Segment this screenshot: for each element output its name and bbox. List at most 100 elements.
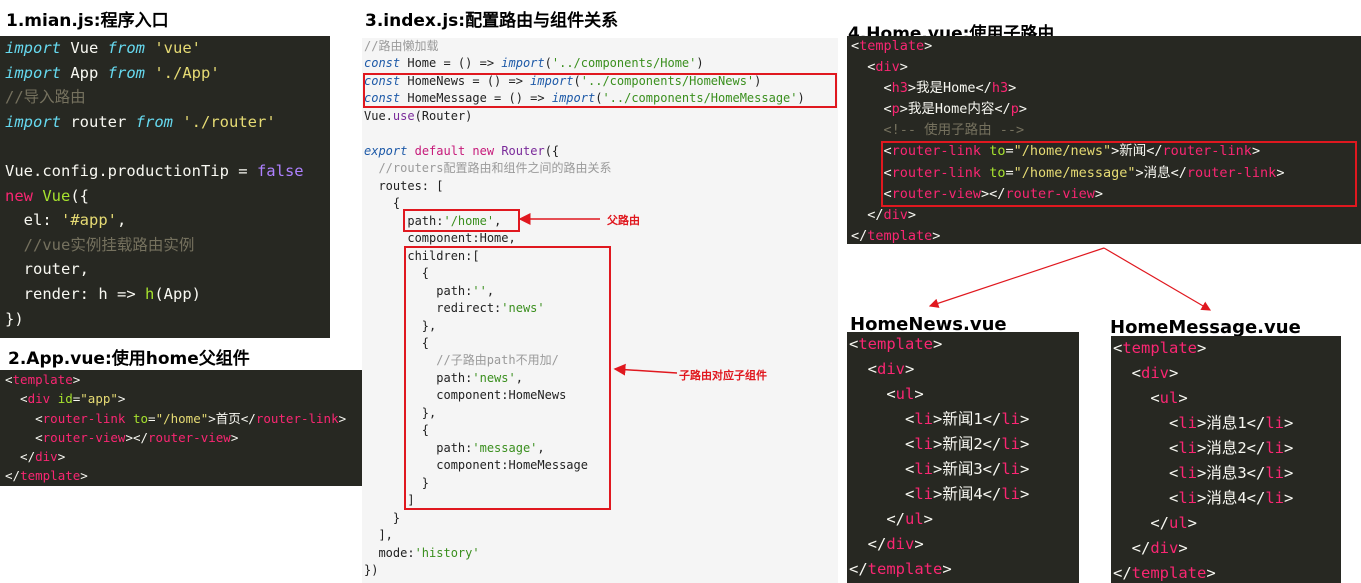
code-token: template [867, 560, 943, 578]
code-token: < [849, 360, 877, 378]
code-token: id [57, 391, 73, 407]
code-line: <div> [849, 357, 1079, 382]
code-line: }, [364, 405, 838, 422]
code-line: <router-view></router-view> [851, 184, 1361, 205]
code-line: render: h => h(App) [5, 282, 330, 307]
code-line: <ul> [849, 382, 1079, 407]
code-token: App [61, 63, 108, 82]
code-token: > [72, 372, 81, 387]
code-token: li [1178, 414, 1197, 432]
code-line: </ul> [1113, 511, 1341, 536]
code-token: 'news' [472, 370, 516, 385]
code-token: router [61, 112, 136, 131]
code-line: <li>新闻1</li> [849, 407, 1079, 432]
code-token: { [364, 196, 401, 211]
panel4-code-block: <template> <div> <h3>我是Home</h3> <p>我是Ho… [847, 36, 1361, 244]
code-line: el: '#app', [5, 208, 330, 233]
code-token: > [923, 510, 934, 528]
code-line: </template> [849, 557, 1079, 582]
homemessage-arrow [1103, 247, 1212, 311]
code-token: template [12, 372, 73, 387]
code-token: , [537, 440, 545, 455]
code-token: template [1122, 339, 1197, 357]
code-token: >新闻4</ [933, 485, 1002, 503]
code-token: < [5, 391, 28, 407]
code-token: > [1178, 389, 1188, 407]
code-token: const [364, 91, 401, 106]
code-token: > [1284, 414, 1294, 432]
code-token: >新闻1</ [933, 410, 1002, 428]
code-token: import [5, 63, 61, 82]
code-token: router-link [1162, 143, 1252, 160]
code-token: path: [364, 440, 473, 455]
child-route-arrow [613, 363, 678, 376]
code-token: const [364, 56, 401, 71]
code-token: > [905, 360, 915, 378]
code-token: }) [5, 309, 24, 328]
code-token: h3 [991, 80, 1009, 97]
code-token: h3 [891, 80, 908, 97]
code-token: ></ [125, 429, 149, 445]
code-token: div [1141, 364, 1169, 382]
code-token: template [20, 468, 81, 484]
code-line: </ul> [849, 507, 1079, 532]
code-token: < [849, 435, 915, 453]
code-token: >我是Home</ [907, 80, 992, 97]
code-token: > [1197, 339, 1207, 357]
code-token: < [5, 429, 43, 445]
code-line: //导入路由 [5, 85, 330, 110]
panel1-title: 1.mian.js:程序入口 [6, 11, 169, 31]
code-token: < [5, 410, 43, 426]
code-token: li [1178, 439, 1197, 457]
code-token: div [886, 535, 915, 553]
code-token: > [1206, 564, 1216, 582]
code-token: < [851, 164, 892, 181]
code-token: Home = () => [400, 56, 502, 71]
code-token: , [494, 213, 502, 228]
panel5-code-block: <template> <div> <ul> <li>新闻1</li> <li>新… [847, 332, 1079, 583]
code-token: li [914, 460, 933, 478]
code-token: < [851, 143, 892, 160]
code-token: component:HomeMessage [364, 458, 588, 473]
code-token: ({ [70, 186, 90, 205]
code-token: li [1178, 489, 1197, 507]
code-token: component:HomeNews [364, 388, 567, 403]
code-token: ul [1169, 514, 1188, 532]
code-line: import router from './router' [5, 110, 330, 135]
code-token: '../components/HomeNews' [580, 73, 755, 88]
code-token: < [1113, 414, 1179, 432]
code-token: < [1113, 489, 1179, 507]
code-token: ( [595, 91, 603, 106]
code-token: > [907, 206, 917, 223]
code-token: li [1001, 435, 1020, 453]
code-line: { [364, 195, 838, 212]
code-token: < [851, 59, 876, 76]
code-line: export default new Router({ [364, 143, 838, 160]
code-token: //路由懒加载 [364, 39, 439, 53]
code-line: path:'message', [364, 440, 838, 457]
code-token: template [859, 38, 925, 54]
code-token: export [364, 143, 408, 158]
code-line: <router-view></router-view> [5, 428, 364, 447]
code-token: Router [501, 143, 545, 158]
code-token: use [392, 108, 415, 123]
code-token: //vue实例挂载路由实例 [5, 235, 195, 254]
code-token: HomeMessage = () => [400, 91, 552, 106]
panel5-title: HomeNews.vue [850, 314, 1007, 335]
code-token: </ [1113, 514, 1169, 532]
code-token: </ [849, 535, 887, 553]
code-token: > [1008, 80, 1017, 97]
code-line: path:'/home', [364, 213, 838, 230]
code-token: div [877, 360, 905, 378]
code-token: li [914, 435, 933, 453]
code-token: < [849, 335, 859, 353]
code-line: { [364, 265, 838, 282]
code-token: //routers配置路由和组件之间的路由关系 [364, 161, 612, 176]
code-token: default [414, 143, 466, 158]
code-line: <li>消息3</li> [1113, 461, 1341, 486]
code-token: div [1150, 539, 1179, 557]
code-token: ul [905, 510, 924, 528]
code-token: < [851, 80, 892, 97]
lazy-import-highlight [363, 73, 837, 108]
code-token: p [1010, 101, 1019, 118]
